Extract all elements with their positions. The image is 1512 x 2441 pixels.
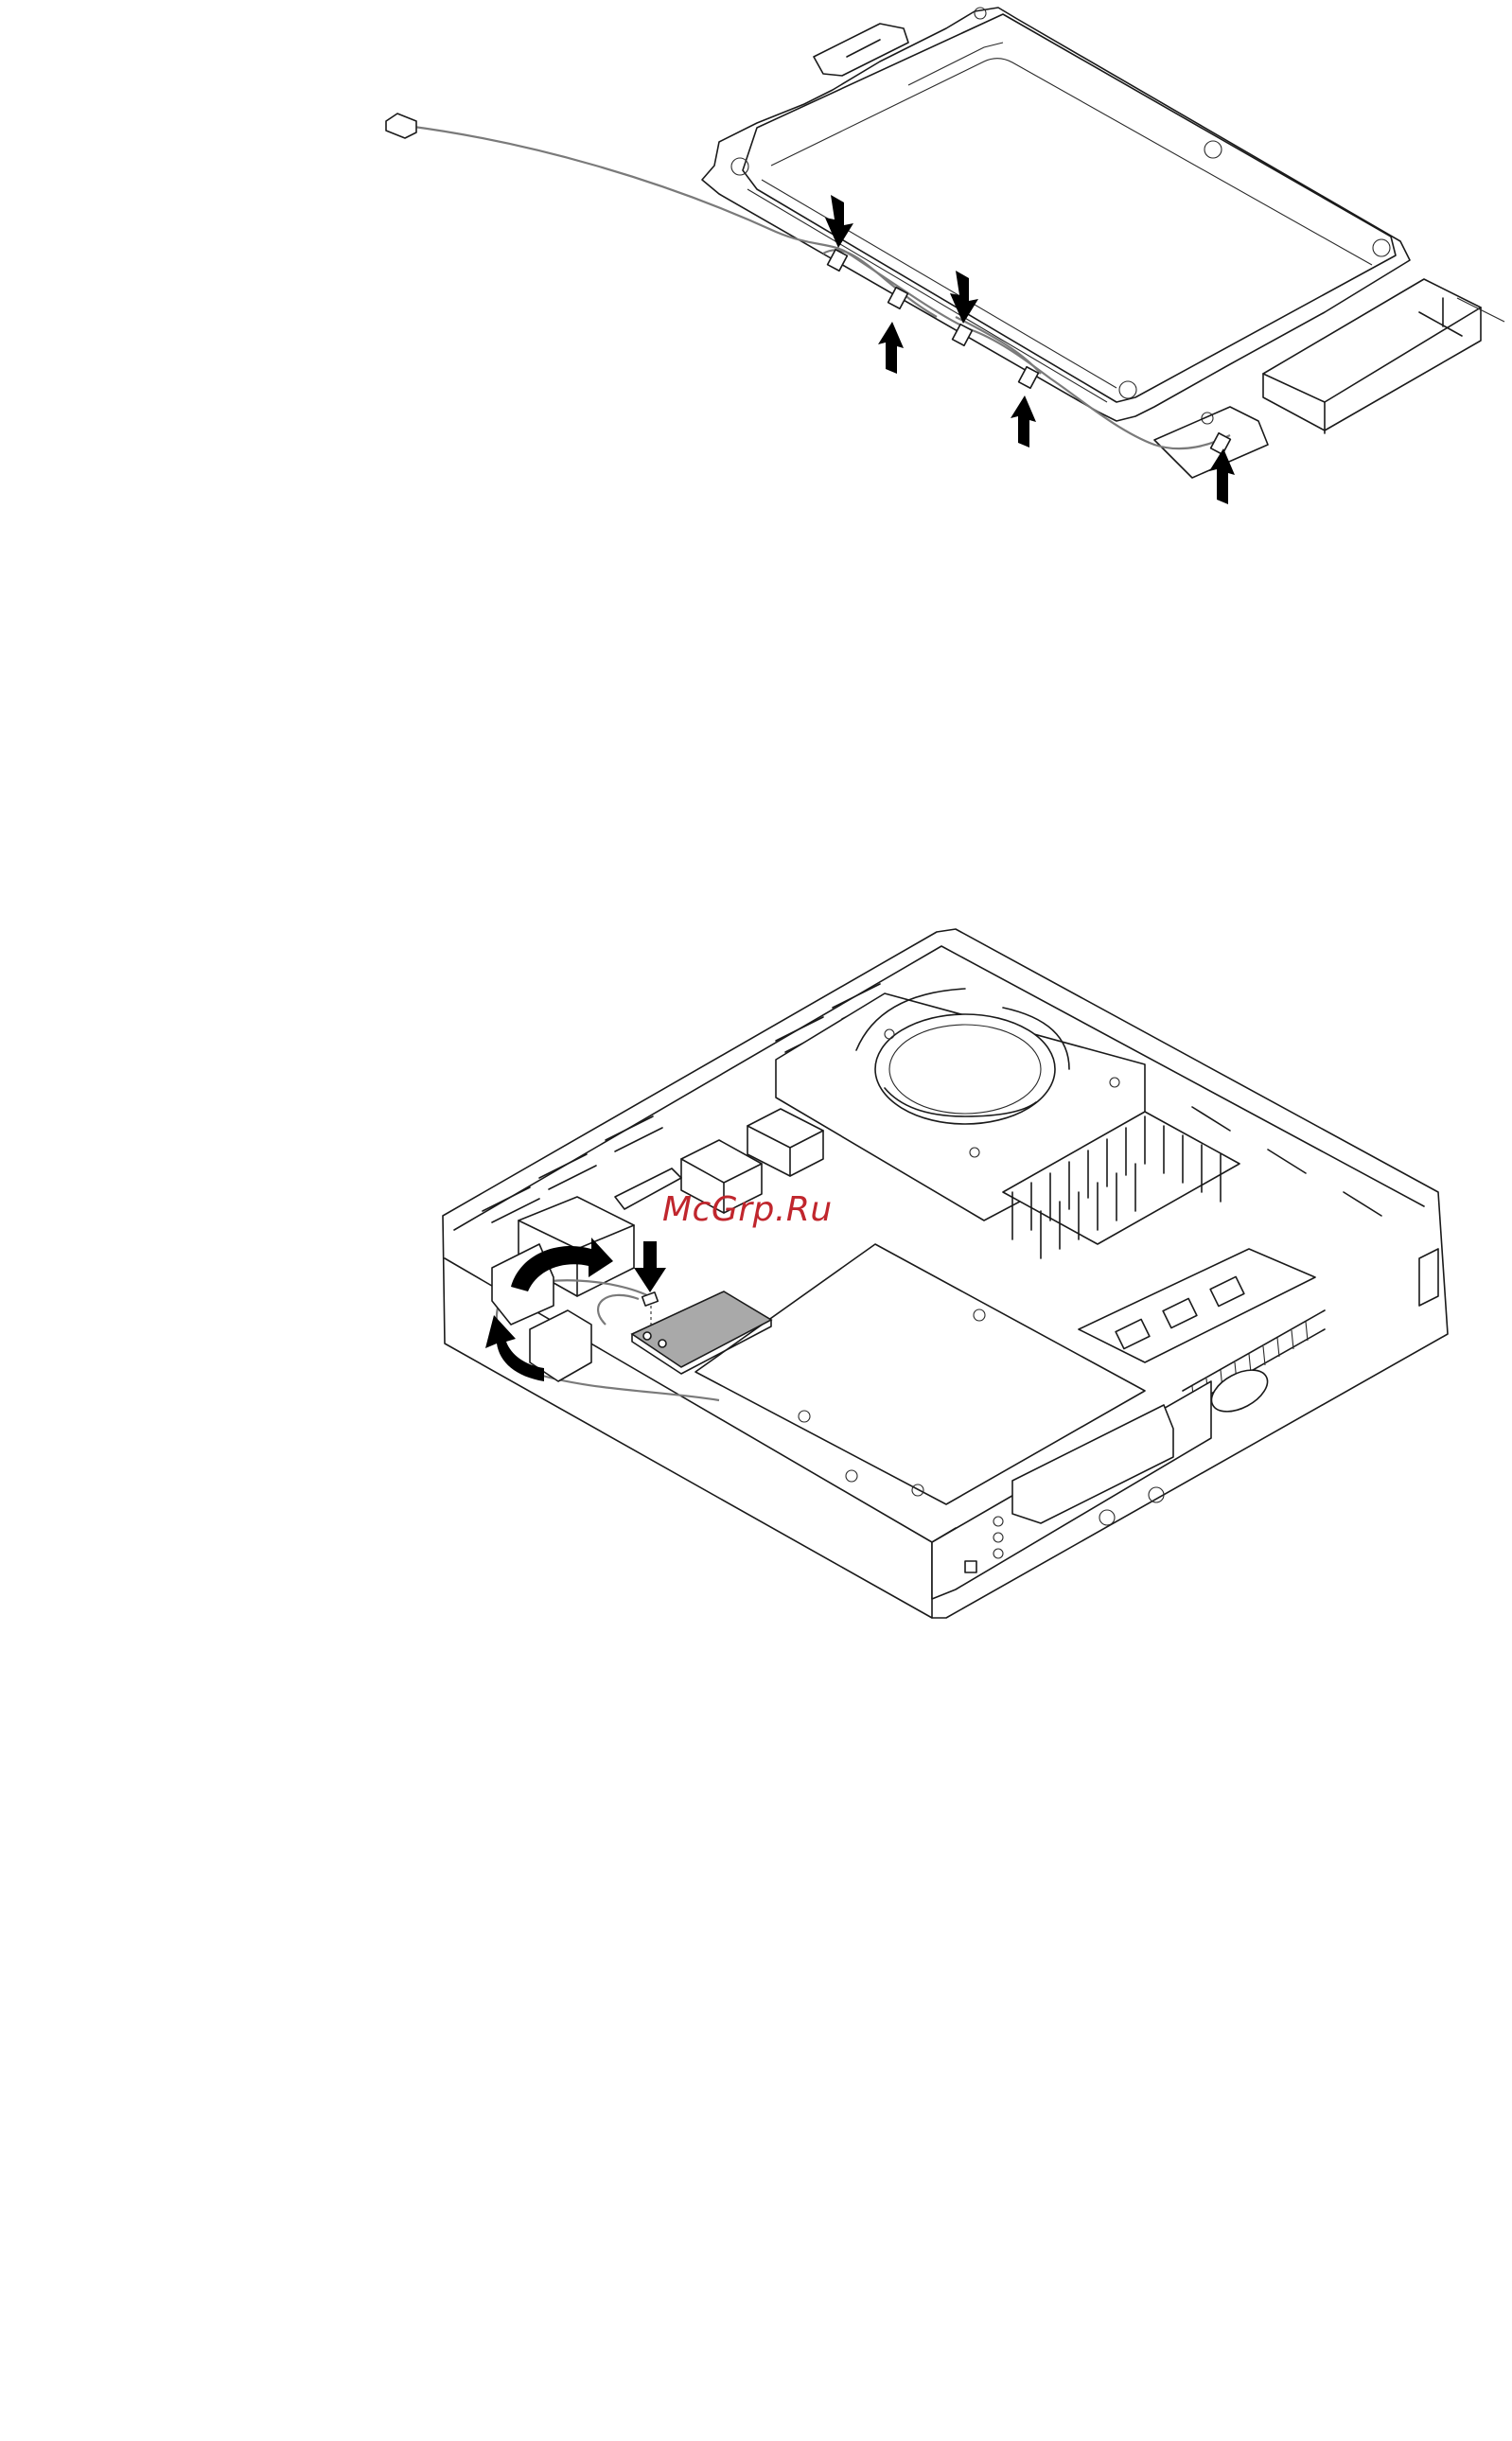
memory-module xyxy=(1079,1249,1315,1362)
antenna-connector xyxy=(386,114,416,138)
up-arrow-icon xyxy=(1209,448,1235,504)
chassis-wifi-figure xyxy=(0,908,1512,1665)
cable-clip xyxy=(953,325,973,345)
up-arrow-icon xyxy=(878,322,904,374)
cable-clip xyxy=(1019,367,1039,388)
drive-cable-routing-figure xyxy=(0,0,1512,530)
chassis-illustration xyxy=(0,908,1512,1665)
cable-clip xyxy=(828,250,848,271)
up-arrow-icon xyxy=(1011,395,1036,448)
down-arrow-icon xyxy=(634,1241,666,1292)
watermark-text: McGrp.Ru xyxy=(662,1190,833,1229)
drive-illustration xyxy=(0,0,1512,530)
screw-hole xyxy=(975,8,986,19)
